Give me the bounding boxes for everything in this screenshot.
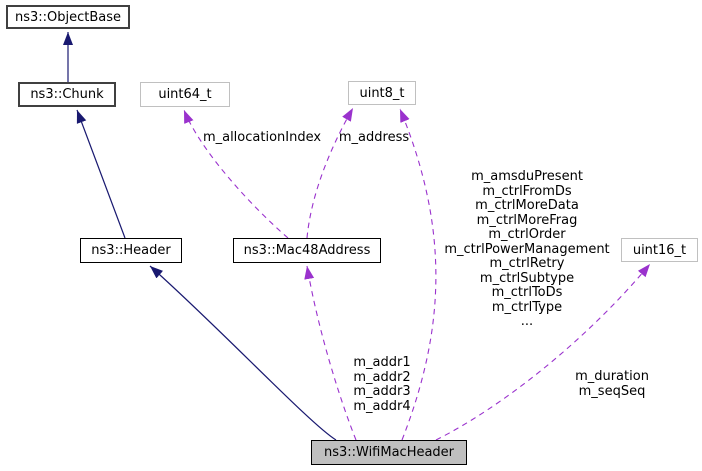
node-ns3-mac48address[interactable]: ns3::Mac48Address [233, 238, 381, 263]
edge-usage-mac48-to-uint64 [183, 109, 289, 239]
edge-label-addr-fields: m_addr1 m_addr2 m_addr3 m_addr4 [353, 355, 411, 414]
node-ns3-objectbase[interactable]: ns3::ObjectBase [6, 5, 130, 29]
edge-usage-mac48-to-uint8 [306, 107, 354, 239]
node-uint16-t[interactable]: uint16_t [621, 238, 698, 262]
edge-inherit-wifimacheader-to-header [149, 265, 337, 441]
edge-label-m-address: m_address [338, 130, 410, 145]
edge-inherit-header-to-chunk [76, 109, 126, 239]
edge-usage-wifimacheader-to-uint8 [399, 108, 437, 441]
edge-label-m-allocationindex: m_allocationIndex [202, 130, 322, 145]
edge-label-duration-fields: m_duration m_seqSeq [575, 369, 649, 399]
node-uint64-t[interactable]: uint64_t [140, 82, 230, 107]
node-ns3-chunk[interactable]: ns3::Chunk [18, 82, 116, 107]
node-ns3-wifimacheader[interactable]: ns3::WifiMacHeader [311, 440, 467, 465]
node-ns3-header[interactable]: ns3::Header [80, 238, 182, 263]
edge-label-ctrl-fields: m_amsduPresent m_ctrlFromDs m_ctrlMoreDa… [444, 169, 610, 329]
node-uint8-t[interactable]: uint8_t [348, 81, 416, 105]
edge-usage-wifimacheader-to-mac48 [304, 265, 357, 441]
